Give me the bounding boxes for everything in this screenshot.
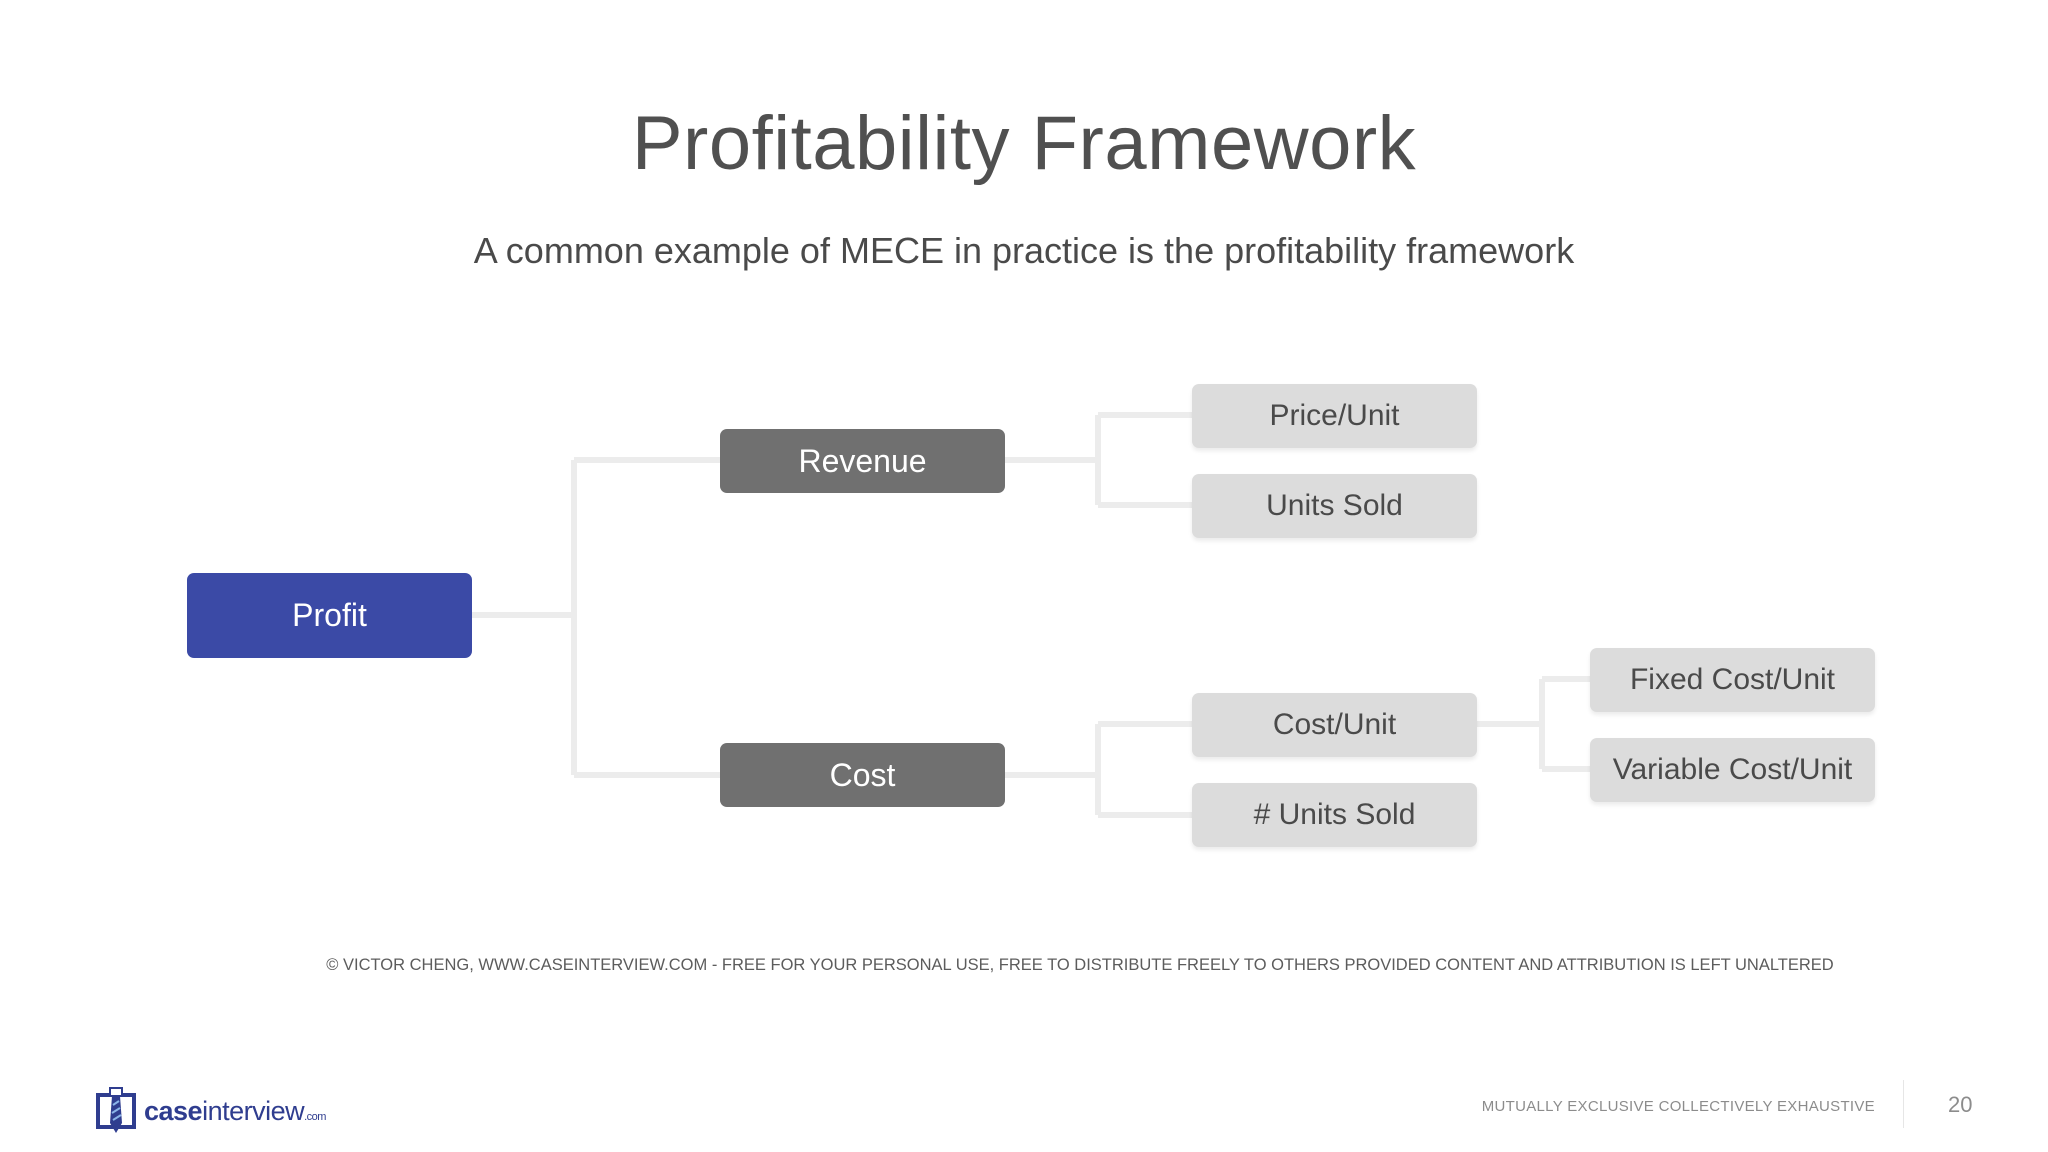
connector-revenue (1004, 412, 1192, 508)
footer-tagline: MUTUALLY EXCLUSIVE COLLECTIVELY EXHAUSTI… (1481, 1098, 1875, 1115)
num-units-sold-node: # Units Sold (1192, 783, 1477, 847)
page-number: 20 (1948, 1092, 1973, 1117)
variable-cost-unit-label: Variable Cost/Unit (1612, 753, 1853, 786)
logo-wordmark: caseinterview.com (144, 1096, 326, 1127)
profit-node: Profit (187, 573, 472, 658)
slide-title: Profitability Framework (631, 101, 1417, 186)
revenue-node: Revenue (720, 429, 1005, 493)
logo-bold-text: case (144, 1095, 203, 1126)
revenue-label: Revenue (798, 442, 927, 479)
tie-logo-icon (96, 1087, 136, 1133)
connector-cost (1004, 721, 1192, 818)
price-unit-node: Price/Unit (1192, 384, 1477, 448)
connector-profit (470, 457, 720, 778)
variable-cost-unit-node: Variable Cost/Unit (1590, 738, 1875, 802)
cost-unit-label: Cost/Unit (1272, 708, 1397, 741)
footer-divider (1903, 1080, 1904, 1128)
connector-cost-unit (1476, 676, 1590, 772)
price-unit-label: Price/Unit (1269, 399, 1400, 432)
copyright-notice: © VICTOR CHENG, WWW.CASEINTERVIEW.COM - … (326, 956, 1834, 974)
slide-subtitle: A common example of MECE in practice is … (473, 230, 1575, 271)
cost-node: Cost (720, 743, 1005, 807)
caseinterview-logo[interactable]: caseinterview.com (96, 1085, 326, 1137)
logo-rest-text: interview (202, 1095, 305, 1126)
fixed-cost-unit-node: Fixed Cost/Unit (1590, 648, 1875, 712)
logo-suffix-text: .com (304, 1110, 326, 1123)
units-sold-label: Units Sold (1266, 489, 1403, 522)
num-units-sold-label: # Units Sold (1253, 798, 1416, 831)
profit-label: Profit (292, 597, 367, 633)
fixed-cost-unit-label: Fixed Cost/Unit (1629, 663, 1836, 696)
cost-label: Cost (829, 756, 896, 793)
cost-unit-node: Cost/Unit (1192, 693, 1477, 757)
units-sold-node: Units Sold (1192, 474, 1477, 538)
